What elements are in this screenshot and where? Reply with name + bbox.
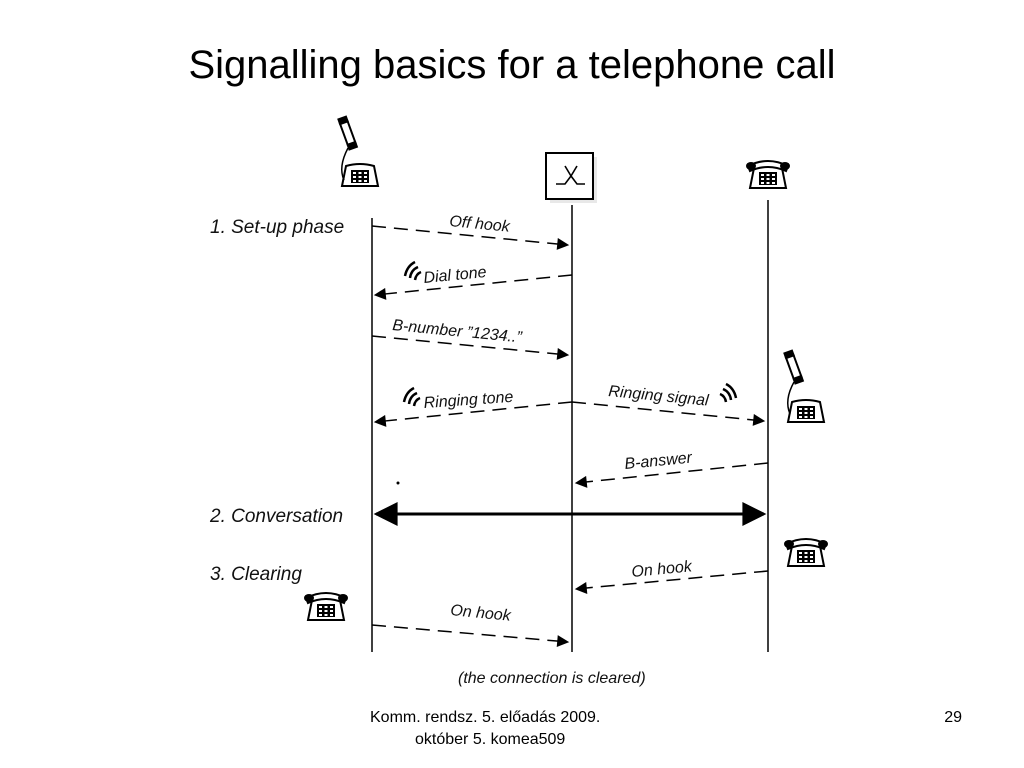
footer-line-2: október 5. komea509 xyxy=(415,731,566,748)
telephone-icon xyxy=(745,160,791,189)
msg-on-hook-a: On hook xyxy=(450,602,513,625)
msg-off-hook: Off hook xyxy=(449,213,512,236)
msg-ringing-signal: Ringing signal xyxy=(608,383,710,410)
footer-line-1: Komm. rendsz. 5. előadás 2009. xyxy=(370,709,601,726)
switch-icon xyxy=(545,152,597,203)
phase-label-clearing: 3. Clearing xyxy=(210,564,302,585)
msg-dial-tone: Dial tone xyxy=(423,264,488,287)
connection-cleared-note: (the connection is cleared) xyxy=(458,670,646,687)
msg-on-hook-b: On hook xyxy=(631,558,694,581)
phase-label-conversation: 2. Conversation xyxy=(209,506,343,527)
telephone-icon xyxy=(303,592,349,621)
arrow-dial-tone xyxy=(373,274,573,300)
msg-b-answer: B-answer xyxy=(624,450,694,473)
arrow-ringing-signal xyxy=(571,401,766,426)
msg-ringing-tone: Ringing tone xyxy=(423,389,514,412)
telephone-offhook-icon xyxy=(336,114,379,187)
sound-waves-icon xyxy=(718,382,738,404)
arrow-on-hook-b xyxy=(574,570,769,594)
msg-b-number: B-number ”1234..” xyxy=(392,317,524,346)
telephone-offhook-icon xyxy=(782,348,825,423)
sound-waves-icon xyxy=(402,386,422,408)
sound-waves-icon xyxy=(403,260,423,282)
arrow-off-hook xyxy=(371,225,570,250)
arrow-b-answer xyxy=(574,462,769,488)
page-number: 29 xyxy=(944,709,962,726)
phase-label-setup: 1. Set-up phase xyxy=(210,217,344,238)
arrow-ringing-tone xyxy=(373,401,573,427)
marker-dot xyxy=(396,481,400,485)
slide-title: Signalling basics for a telephone call xyxy=(188,43,836,87)
footer-text: Komm. rendsz. 5. előadás 2009. október 5… xyxy=(370,707,670,751)
telephone-icon xyxy=(783,538,829,567)
arrow-on-hook-a xyxy=(371,624,570,648)
arrow-b-number xyxy=(371,335,570,360)
